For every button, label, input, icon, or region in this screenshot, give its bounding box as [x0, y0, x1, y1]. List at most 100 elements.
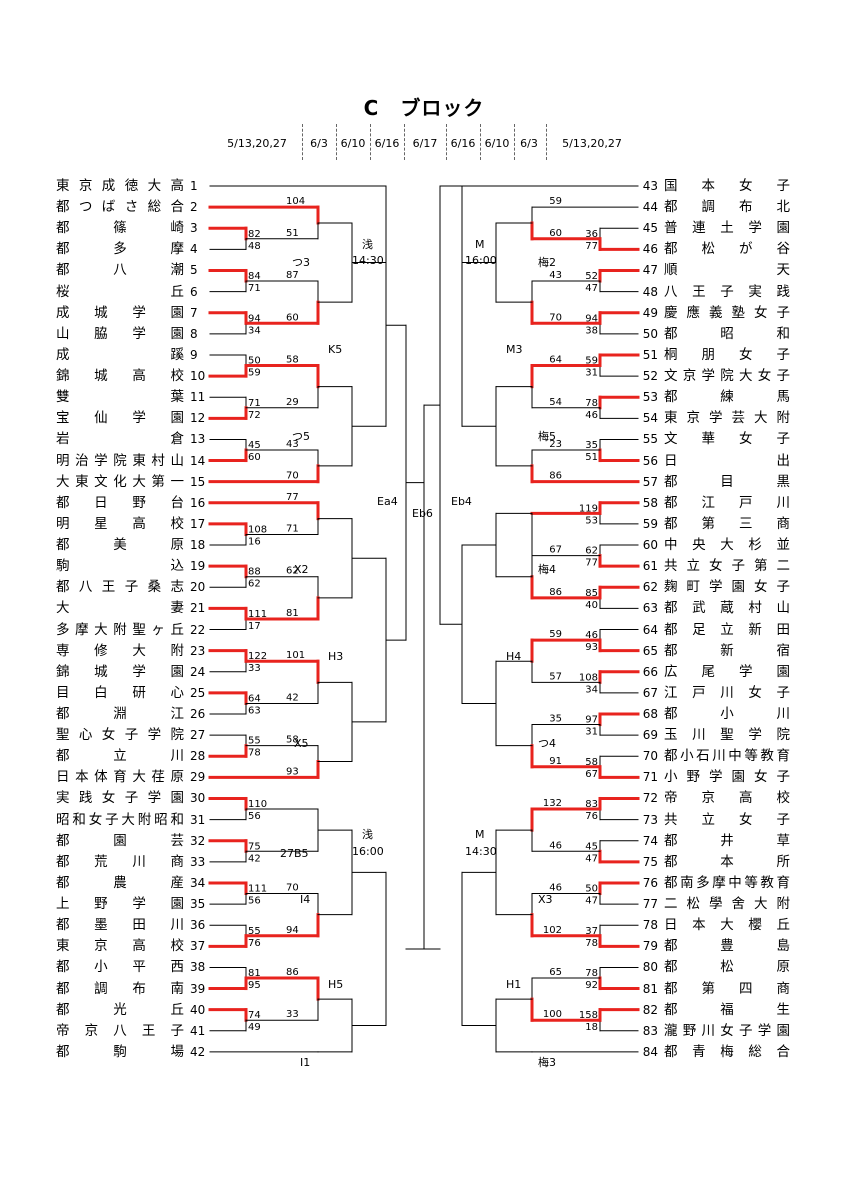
team-name-text: 国本女子	[664, 178, 790, 194]
team-name: 都園芸	[56, 831, 184, 851]
team-name-text: 帝京八王子	[56, 1022, 184, 1039]
match-label: 梅5	[538, 429, 556, 443]
team-name-text: 錦城学園	[56, 663, 184, 680]
team-number: 16	[190, 495, 206, 510]
team-number: 31	[190, 812, 206, 827]
score-label: 56	[248, 811, 261, 822]
match-label: M	[475, 238, 485, 251]
score-label: 46	[585, 630, 598, 641]
team-number: 69	[642, 728, 658, 743]
team-name: 帝京八王子	[56, 1021, 184, 1041]
team-number: 33	[190, 854, 206, 869]
team-name: 慶應義塾女子	[664, 303, 790, 323]
team-number: 7	[190, 305, 198, 320]
team-name: 桜丘	[56, 282, 184, 302]
team-name-text: 都八王子桑志	[56, 579, 184, 596]
score-label: 55	[248, 736, 261, 747]
score-label: 70	[286, 883, 299, 894]
score-label: 59	[549, 196, 562, 207]
team-name-text: 都荒川商	[56, 853, 184, 870]
team-number: 29	[190, 770, 206, 785]
team-name-text: 日本大櫻丘	[664, 917, 790, 934]
score-label: 76	[248, 938, 261, 949]
score-label: 37	[585, 926, 598, 937]
match-label: H4	[506, 650, 521, 663]
team-number: 65	[642, 643, 658, 658]
team-name: 上野学園	[56, 894, 184, 914]
team-number: 22	[190, 622, 206, 637]
score-label: 83	[585, 799, 598, 810]
score-label: 81	[248, 968, 261, 979]
team-number: 44	[642, 200, 658, 215]
score-label: 62	[286, 566, 299, 577]
score-label: 75	[248, 841, 261, 852]
team-number: 39	[190, 981, 206, 996]
score-label: 48	[248, 241, 261, 252]
team-name: 成蹊	[56, 345, 184, 365]
match-label: K5	[328, 343, 342, 356]
team-name: 成城学園	[56, 303, 184, 323]
score-label: 45	[248, 440, 261, 451]
match-label: 浅	[362, 828, 373, 841]
team-number: 40	[190, 1002, 206, 1017]
team-name: 桐朋女子	[664, 345, 790, 365]
match-label: つ3	[292, 256, 310, 269]
team-name-text: 都調布南	[56, 980, 184, 997]
score-label: 158	[579, 1010, 598, 1021]
team-number: 32	[190, 833, 206, 848]
team-number: 25	[190, 685, 206, 700]
team-number: 81	[642, 981, 658, 996]
team-number: 82	[642, 1002, 658, 1017]
team-name-text: 都小川	[664, 706, 790, 722]
score-label: 81	[286, 608, 299, 619]
score-label: 70	[549, 312, 562, 323]
team-name: 岩倉	[56, 429, 184, 449]
score-label: 51	[286, 228, 299, 239]
score-label: 31	[585, 368, 598, 379]
score-label: 58	[286, 735, 299, 746]
score-label: 64	[549, 355, 562, 366]
score-label: 67	[549, 545, 562, 556]
team-number: 59	[642, 516, 658, 531]
team-name-text: 文京学院大女子	[664, 368, 790, 385]
team-number: 12	[190, 411, 206, 426]
team-name: 都小平西	[56, 957, 184, 977]
score-label: 59	[248, 368, 261, 379]
score-label: 43	[549, 270, 562, 281]
team-name: 都江戸川	[664, 493, 790, 513]
team-name-text: 東京成徳大高	[56, 178, 184, 194]
score-label: 111	[248, 884, 267, 895]
team-name: 江戸川女子	[664, 683, 790, 703]
match-label: 16:00	[465, 254, 497, 267]
team-name: 東京成徳大高	[56, 176, 184, 196]
match-label: I1	[300, 1056, 310, 1069]
team-name: 都第四商	[664, 979, 790, 999]
team-number: 76	[642, 875, 658, 890]
team-name: 都八王子桑志	[56, 577, 184, 597]
score-label: 29	[286, 397, 299, 408]
score-label: 87	[286, 270, 299, 281]
team-name-text: 駒込	[56, 558, 184, 575]
team-number: 30	[190, 791, 206, 806]
team-number: 58	[642, 495, 658, 510]
team-name-text: 都駒場	[56, 1043, 184, 1060]
match-label: 14:30	[352, 254, 384, 267]
team-name: 都松が谷	[664, 239, 790, 259]
score-label: 42	[286, 692, 299, 703]
team-number: 79	[642, 939, 658, 954]
score-label: 78	[585, 398, 598, 409]
team-name: 共立女子	[664, 810, 790, 830]
page-title: C ブロック	[363, 96, 485, 120]
team-name: 宝仙学園	[56, 408, 184, 428]
team-name: 都篠崎	[56, 218, 184, 238]
score-label: 63	[248, 705, 261, 716]
team-name-text: 普連土学園	[664, 220, 790, 237]
team-name-text: 都武蔵村山	[664, 600, 790, 617]
team-number: 54	[642, 411, 658, 426]
score-label: 110	[248, 799, 267, 810]
match-label: H1	[506, 978, 521, 991]
team-number: 41	[190, 1023, 206, 1038]
score-label: 34	[248, 325, 261, 336]
team-name: 錦城学園	[56, 662, 184, 682]
